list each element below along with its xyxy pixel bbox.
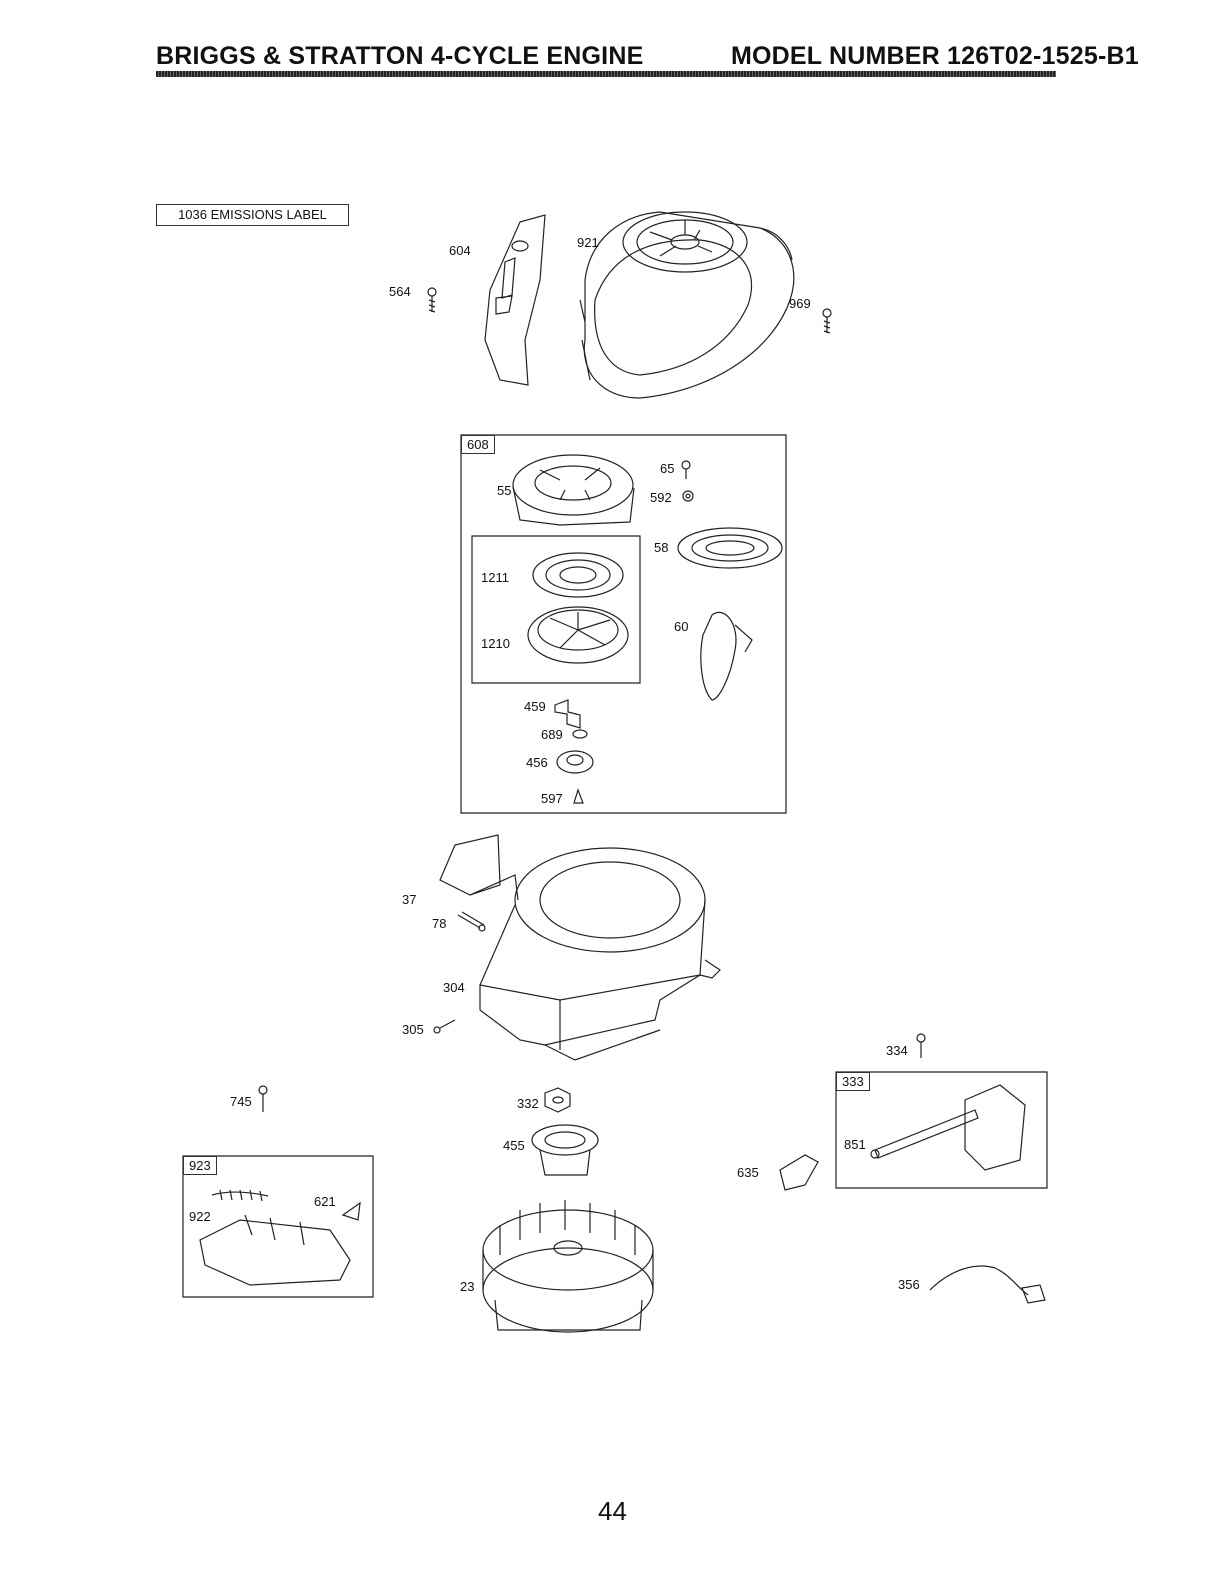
flywheel bbox=[483, 1200, 653, 1332]
baffle bbox=[485, 215, 545, 385]
retainer-689 bbox=[573, 730, 587, 738]
callout-745: 745 bbox=[230, 1094, 252, 1109]
callout-969: 969 bbox=[789, 296, 811, 311]
callout-621: 621 bbox=[314, 1194, 336, 1209]
screw-564 bbox=[428, 288, 436, 312]
clutch-cup-455 bbox=[532, 1125, 598, 1175]
pawl-459 bbox=[555, 700, 580, 728]
governor-bracket bbox=[200, 1215, 350, 1285]
recoil-assembly-tag: 608 bbox=[461, 435, 495, 454]
governor-assembly-tag: 923 bbox=[183, 1156, 217, 1175]
armature-851 bbox=[871, 1085, 1025, 1170]
callout-456: 456 bbox=[526, 755, 548, 770]
callout-1211: 1211 bbox=[481, 570, 509, 585]
callout-689: 689 bbox=[541, 727, 563, 742]
callout-459: 459 bbox=[524, 699, 546, 714]
governor-assembly-frame bbox=[183, 1156, 373, 1297]
callout-604: 604 bbox=[449, 243, 471, 258]
callout-922: 922 bbox=[189, 1209, 211, 1224]
page-number: 44 bbox=[0, 1496, 1225, 1527]
callout-58: 58 bbox=[654, 540, 668, 555]
callout-597: 597 bbox=[541, 791, 563, 806]
recoil-housing bbox=[513, 455, 634, 525]
handle-60 bbox=[701, 612, 752, 700]
spring-1211 bbox=[533, 553, 623, 597]
nut-592 bbox=[683, 491, 693, 501]
callout-304: 304 bbox=[443, 980, 465, 995]
callout-356: 356 bbox=[898, 1277, 920, 1292]
callout-564: 564 bbox=[389, 284, 411, 299]
pulley-1210 bbox=[528, 607, 628, 663]
governor-spring-922 bbox=[212, 1190, 268, 1201]
callout-1210: 1210 bbox=[481, 636, 510, 651]
callout-332: 332 bbox=[517, 1096, 539, 1111]
callout-60: 60 bbox=[674, 619, 688, 634]
callout-78: 78 bbox=[432, 916, 446, 931]
governor-link-621 bbox=[343, 1203, 360, 1220]
screw-597 bbox=[574, 790, 583, 803]
nut-332 bbox=[545, 1088, 570, 1112]
air-guide-37 bbox=[440, 835, 518, 900]
ignition-assembly-tag: 333 bbox=[836, 1072, 870, 1091]
spark-plug-boot-635 bbox=[780, 1155, 818, 1190]
screw-65 bbox=[682, 461, 690, 479]
callout-334: 334 bbox=[886, 1043, 908, 1058]
screw-745 bbox=[259, 1086, 267, 1112]
callout-592: 592 bbox=[650, 490, 672, 505]
recoil-spring-58 bbox=[678, 528, 782, 568]
callout-851: 851 bbox=[844, 1137, 866, 1152]
callout-635: 635 bbox=[737, 1165, 759, 1180]
ground-wire-356 bbox=[930, 1266, 1045, 1303]
screw-305 bbox=[434, 1020, 455, 1033]
callout-37: 37 bbox=[402, 892, 416, 907]
blower-housing-cover bbox=[580, 212, 794, 398]
callout-921: 921 bbox=[577, 235, 599, 250]
retainer-456 bbox=[557, 751, 593, 773]
callout-23: 23 bbox=[460, 1279, 474, 1294]
callout-65: 65 bbox=[660, 461, 674, 476]
screw-334 bbox=[917, 1034, 925, 1058]
screw-969 bbox=[823, 309, 831, 333]
callout-55: 55 bbox=[497, 483, 511, 498]
callout-455: 455 bbox=[503, 1138, 525, 1153]
screw-78 bbox=[458, 912, 485, 931]
callout-305: 305 bbox=[402, 1022, 424, 1037]
